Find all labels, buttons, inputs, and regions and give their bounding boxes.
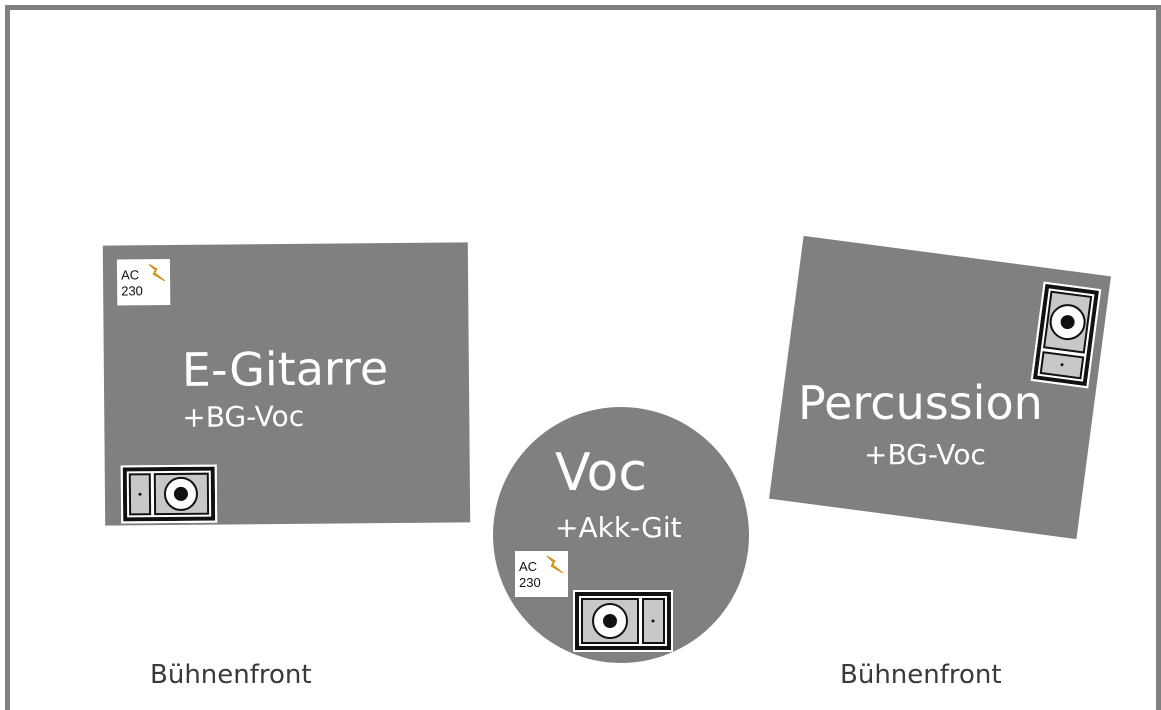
zone-voc: Voc +Akk-Git AC 230	[493, 407, 749, 663]
zone-percussion	[769, 235, 1111, 540]
stage-outline	[5, 5, 1161, 710]
lightning-bolt-icon	[546, 555, 564, 574]
stage-front-label-right: Bühnenfront	[840, 660, 1002, 690]
zone-egitarre-subtitle: +BG-Voc	[182, 399, 305, 434]
speaker-cabinet-icon	[1030, 281, 1102, 389]
power-label-ac: AC	[519, 559, 538, 574]
zone-voc-subtitle: +Akk-Git	[555, 511, 682, 544]
speaker-cabinet-icon	[120, 464, 218, 524]
zone-percussion-title: Percussion	[798, 376, 1043, 430]
power-label-voltage: 230	[519, 575, 541, 590]
power-label-ac: AC	[120, 267, 140, 283]
stage-front-label-left: Bühnenfront	[150, 660, 312, 690]
lightning-bolt-icon	[148, 263, 166, 282]
zone-voc-title: Voc	[555, 443, 647, 503]
power-label-voltage: 230	[121, 283, 143, 299]
zone-egitarre: AC 230 E-Gitarre +BG-Voc	[102, 242, 471, 526]
power-outlet-ac230: AC 230	[116, 259, 171, 306]
speaker-cabinet-icon	[573, 590, 673, 652]
zone-egitarre-title: E-Gitarre	[181, 341, 389, 397]
power-outlet-ac230: AC 230	[515, 551, 568, 597]
zone-percussion-subtitle: +BG-Voc	[864, 438, 986, 471]
